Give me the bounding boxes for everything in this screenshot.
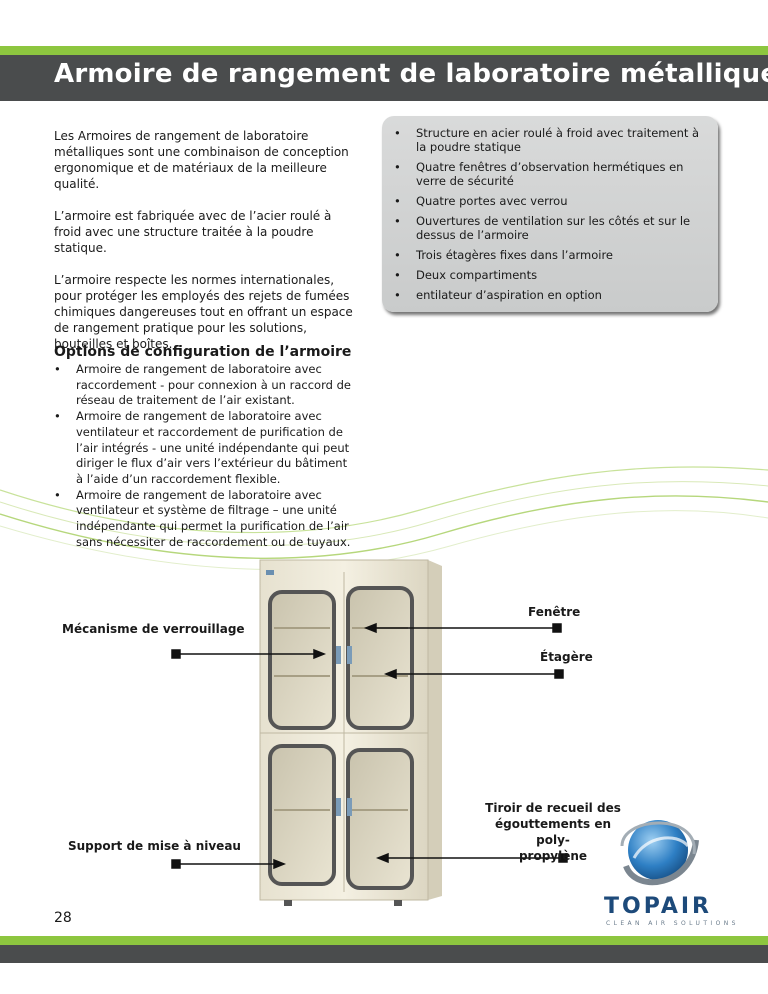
- option-text: Armoire de rangement de laboratoire avec…: [76, 362, 351, 408]
- title-band: Armoire de rangement de laboratoire méta…: [0, 55, 768, 101]
- callout-verrouillage: Mécanisme de verrouillage: [62, 622, 245, 636]
- callout-tiroir-line: Tiroir de recueil des: [485, 801, 621, 815]
- bullet: •: [54, 487, 61, 502]
- feature-item: • entilateur d’aspiration en option: [394, 288, 702, 302]
- bottom-grey-bar: [0, 945, 768, 963]
- bullet: •: [394, 288, 401, 302]
- page-number: 28: [54, 910, 72, 926]
- cabinet-image: [259, 559, 442, 906]
- callout-tiroir: Tiroir de recueil des égouttements en po…: [478, 800, 628, 864]
- bullet: •: [54, 362, 61, 376]
- feature-item: • Quatre portes avec verrou: [394, 194, 702, 208]
- feature-item: • Deux compartiments: [394, 268, 702, 282]
- intro-paragraph: L’armoire respecte les normes internatio…: [54, 273, 353, 351]
- bullet: •: [394, 160, 401, 174]
- top-green-bar: [0, 46, 768, 55]
- intro-paragraph: L’armoire est fabriquée avec de l’acier …: [54, 209, 332, 255]
- feature-text: Quatre fenêtres d’observation hermétique…: [416, 160, 684, 188]
- option-item: • Armoire de rangement de laboratoire ave…: [54, 362, 354, 409]
- bottom-green-bar: [0, 936, 768, 945]
- callout-support: Support de mise à niveau: [68, 839, 241, 853]
- logo-tagline: CLEAN AIR SOLUTIONS: [606, 920, 739, 927]
- callout-etagere: Étagère: [540, 650, 593, 664]
- feature-text: Ouvertures de ventilation sur les côtés …: [416, 214, 691, 242]
- feature-text: Deux compartiments: [416, 268, 538, 282]
- option-text: Armoire de rangement de laboratoire avec…: [76, 409, 350, 486]
- intro-text: Les Armoires de rangement de laboratoire…: [54, 128, 354, 368]
- feature-text: entilateur d’aspiration en option: [416, 288, 602, 302]
- intro-paragraph: Les Armoires de rangement de laboratoire…: [54, 129, 349, 191]
- page-title: Armoire de rangement de laboratoire méta…: [54, 59, 768, 89]
- callout-tiroir-line: égouttements en poly-: [494, 817, 612, 847]
- bullet: •: [394, 214, 401, 228]
- feature-item: • Ouvertures de ventilation sur les côtés…: [394, 214, 702, 242]
- callout-tiroir-line: propylène: [518, 849, 588, 863]
- feature-text: Structure en acier roulé à froid avec tr…: [416, 126, 700, 154]
- bullet: •: [394, 194, 401, 208]
- callout-fenetre: Fenêtre: [528, 605, 581, 619]
- feature-item: • Quatre fenêtres d’observation hermétiqu…: [394, 160, 702, 188]
- feature-box: • Structure en acier roulé à froid avec t…: [382, 116, 718, 312]
- bullet: •: [394, 126, 401, 140]
- feature-text: Trois étagères fixes dans l’armoire: [416, 248, 613, 262]
- decorative-swoosh: [0, 466, 768, 570]
- logo-brand: TOPAIR: [604, 894, 712, 919]
- bullet: •: [394, 268, 401, 282]
- topair-globe-logo: [620, 820, 699, 886]
- option-item: • Armoire de rangement de laboratoire ave…: [54, 409, 354, 488]
- options-list: • Armoire de rangement de laboratoire ave…: [54, 362, 354, 550]
- option-item: • Armoire de rangement de laboratoire ave…: [54, 488, 354, 551]
- bullet: •: [54, 409, 61, 424]
- options-heading: Options de configuration de l’armoire: [54, 344, 352, 360]
- feature-text: Quatre portes avec verrou: [416, 194, 568, 208]
- feature-list: • Structure en acier roulé à froid avec t…: [382, 116, 718, 302]
- feature-item: • Structure en acier roulé à froid avec t…: [394, 126, 702, 154]
- option-text: Armoire de rangement de laboratoire avec…: [76, 487, 351, 549]
- feature-item: • Trois étagères fixes dans l’armoire: [394, 248, 702, 262]
- bullet: •: [394, 248, 401, 262]
